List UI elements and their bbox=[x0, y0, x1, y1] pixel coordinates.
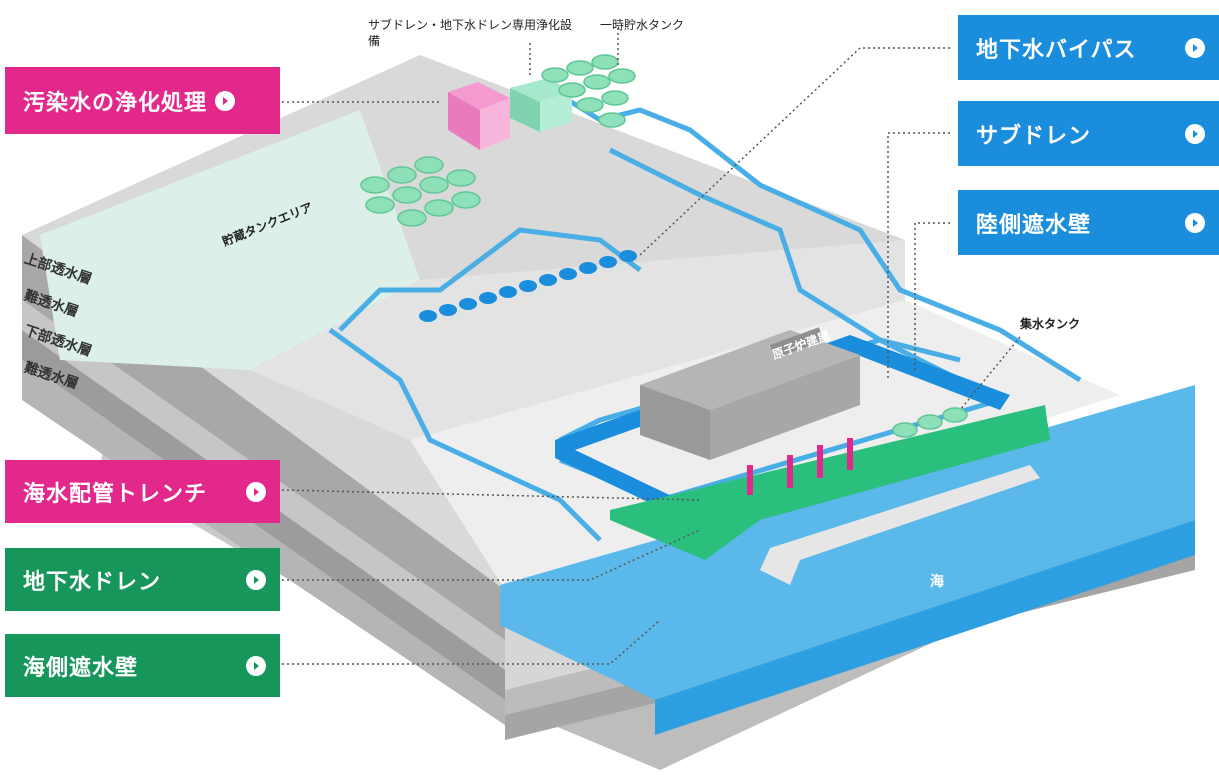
bypass-wells bbox=[419, 250, 637, 322]
temp-tank-label: 一時貯水タンク bbox=[600, 17, 684, 33]
reactor-buildings bbox=[640, 327, 860, 460]
subdrain-label: サブドレン bbox=[976, 123, 1092, 149]
subdrain-facility-box bbox=[510, 78, 572, 132]
storage-tanks bbox=[360, 156, 481, 227]
sea-front bbox=[655, 520, 1195, 735]
arrow-right-icon bbox=[215, 90, 236, 111]
contaminated-water-label: 汚染水の浄化処理 bbox=[23, 90, 208, 116]
collection-tanks bbox=[892, 407, 968, 438]
land-side-wall-label: 陸側遮水壁 bbox=[976, 212, 1092, 238]
seawater-trench-label: 海水配管トレンチ bbox=[23, 481, 208, 507]
arrow-right-icon bbox=[1185, 123, 1205, 144]
subdrain-facility-text: サブドレン・地下水ドレン専用浄化設備 bbox=[368, 18, 573, 48]
sea-side-wall-shape bbox=[610, 405, 1050, 560]
subdrain-facility-label: サブドレン・地下水ドレン専用浄化設備 bbox=[368, 17, 578, 49]
land-side-wall-button[interactable]: 陸側遮水壁 bbox=[958, 190, 1219, 255]
contaminated-water-button[interactable]: 汚染水の浄化処理 bbox=[5, 67, 280, 134]
storage-area-ground bbox=[40, 110, 420, 370]
arrow-right-icon bbox=[1185, 37, 1205, 58]
arrow-right-icon bbox=[246, 655, 266, 676]
subdrain-button[interactable]: サブドレン bbox=[958, 101, 1219, 166]
trench-pipes bbox=[747, 438, 853, 495]
arrow-right-icon bbox=[246, 569, 266, 590]
groundwater-drain-button[interactable]: 地下水ドレン bbox=[5, 548, 280, 611]
sea-label: 海 bbox=[930, 574, 944, 590]
groundwater-drain-label: 地下水ドレン bbox=[23, 569, 162, 595]
groundwater-bypass-label: 地下水バイパス bbox=[976, 37, 1137, 63]
sea-side-wall-button[interactable]: 海側遮水壁 bbox=[5, 634, 280, 697]
seawater-trench-button[interactable]: 海水配管トレンチ bbox=[5, 460, 280, 523]
arrow-right-icon bbox=[1185, 212, 1205, 233]
groundwater-bypass-button[interactable]: 地下水バイパス bbox=[958, 15, 1219, 80]
temp-tanks bbox=[541, 54, 636, 128]
temp-tank-text: 一時貯水タンク bbox=[600, 18, 685, 32]
sea-text: 海 bbox=[930, 574, 944, 590]
collection-tank-label: 集水タンク bbox=[1020, 316, 1080, 332]
leader-lines bbox=[281, 28, 1021, 665]
breakwater bbox=[760, 465, 1040, 585]
collection-tank-text: 集水タンク bbox=[1020, 317, 1081, 331]
purification-facility bbox=[448, 82, 510, 150]
arrow-right-icon bbox=[246, 481, 266, 502]
sea-side-wall-label: 海側遮水壁 bbox=[23, 655, 139, 681]
